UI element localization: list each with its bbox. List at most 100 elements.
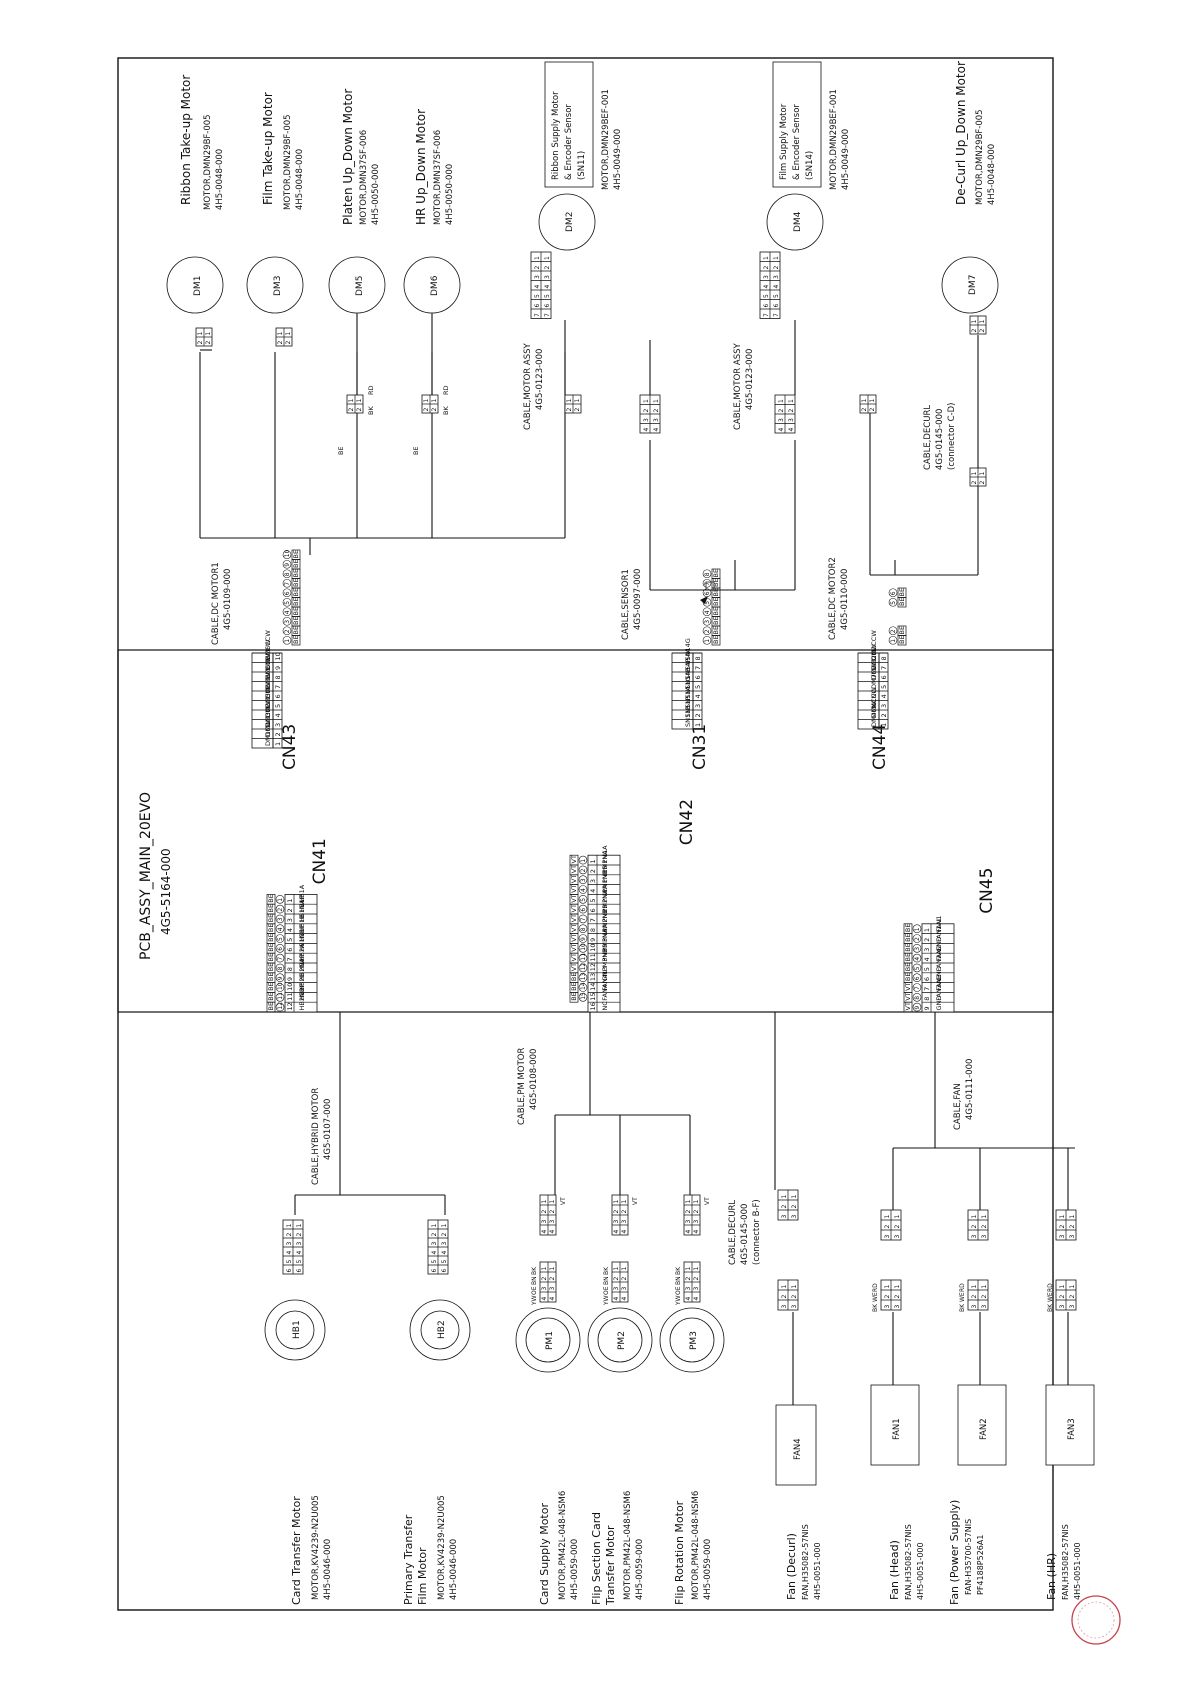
cable-hybrid-part: 4G5-0107-000 [323, 1099, 333, 1160]
hb2-part: 4H5-0046-000 [449, 1539, 459, 1600]
cn43-label: CN43 [280, 724, 300, 770]
pm1-wire-1: BN [531, 1276, 538, 1285]
fan1-cable-pins-pin-3: 3 [884, 1235, 891, 1239]
dm4-pins-pin-6-b: 6 [773, 304, 780, 308]
pm3-part: 4H5-0059-000 [703, 1539, 713, 1600]
signal-cn42-3: PM1B [601, 865, 609, 883]
pin-circle [578, 973, 588, 983]
pin-circle-num: 7 [284, 582, 291, 586]
fan2-conn-pins-pin-2-b: 2 [981, 1295, 988, 1299]
fan2-wire-0: RD [959, 1283, 966, 1292]
wire-cell [711, 568, 721, 579]
signal-cn45-2: FAN1AL [935, 917, 943, 942]
dm7-cable-block-pin-2-b: 2 [979, 481, 986, 485]
signal-cn31-4: SN11G [684, 676, 692, 698]
pin-circle [888, 635, 898, 645]
wire-cell [266, 1001, 276, 1013]
pin-circle-num: 7 [277, 957, 284, 961]
sn11-block-pin-4: 4 [643, 428, 650, 432]
dm2-cable-block-pin-1: 1 [566, 399, 573, 403]
signal-cn41-10: HB2B [298, 973, 306, 991]
pm1-part: 4H5-0059-000 [570, 1539, 580, 1600]
signal-cn44-1: DM4CW [870, 701, 878, 727]
dm3-part: 4H5-0048-000 [295, 149, 305, 210]
signal-cn44-2: DM4CCW [870, 687, 878, 718]
cable-decurl-top-name: CABLE,DECURL [923, 405, 933, 470]
pm1-motor-pins-pin-4-b: 4 [549, 1230, 556, 1234]
wire-color-cn42-1: VT [570, 855, 578, 863]
fan3-title: Fan (HR) [1045, 1553, 1058, 1600]
hb1-pins-pin-4-b: 4 [296, 1251, 303, 1255]
wire-color-cn42-3: VT [570, 875, 578, 883]
pin-circle [578, 983, 588, 992]
fan2-conn-pins-pin-1-b: 1 [981, 1285, 988, 1289]
pm2-cable-pins-pin-3: 3 [613, 1287, 620, 1291]
pin-number: 9 [274, 666, 282, 670]
signal-cn31-6: SN14P [684, 658, 692, 679]
pm2-motor-pins-pin-2: 2 [613, 1210, 620, 1214]
wire-color-cn42-13: BE [570, 973, 578, 982]
wire-color-cn42-6: VT [570, 904, 578, 912]
fan2-conn-pins-pin-3: 3 [971, 1305, 978, 1309]
motor-dm1 [166, 256, 224, 314]
pin-circle-num: 12 [277, 1002, 284, 1010]
wire-color-cn45-5: BE [904, 963, 912, 972]
dm2-pins-pin-3-b: 3 [544, 275, 551, 279]
dm4-pins-pin-4: 4 [763, 285, 770, 289]
dm5-pinblock-a-pin-2-b: 2 [356, 408, 363, 412]
pin-circle-num: 3 [277, 917, 284, 921]
dm7-pins-pin-1-b: 1 [979, 320, 986, 324]
pin-circle-num: 6 [277, 947, 284, 951]
fan4-conn-pins-pin-1: 1 [781, 1285, 788, 1289]
sn14-block-pin-3-b: 3 [788, 418, 795, 422]
wire-color-cn41-8: BE [267, 963, 275, 972]
pm2-cable-pins-pin-1-b: 1 [621, 1267, 628, 1271]
fan4-cable-pins-pin-2: 2 [781, 1205, 788, 1209]
pin-number: 8 [694, 656, 702, 660]
signal-cn45-7: FAN3 [935, 974, 943, 991]
fan4-conn-pins-pin-1-b: 1 [791, 1285, 798, 1289]
pin-circle-num: 4 [580, 888, 587, 892]
dm5-wire-bk: BK [367, 406, 375, 415]
pm2-title-0: Flip Section Card [590, 1512, 603, 1605]
hb1-pins-pin-5: 5 [286, 1260, 293, 1264]
pin-circle [912, 1002, 922, 1012]
dm7-id: DM7 [968, 275, 978, 295]
signal-cn42-6: PM2NA [601, 889, 609, 913]
pin-circle-num: 8 [704, 572, 711, 576]
pm1-wire-2: OE [531, 1286, 538, 1295]
dm2-pins-pin-6: 6 [534, 304, 541, 308]
pin-number: 6 [589, 908, 597, 912]
wire-color-cn45-1: BE [904, 924, 912, 933]
pin-circle-num: 4 [704, 610, 711, 614]
pin-circle-num: 6 [914, 976, 921, 980]
wire-color-cn43-3: BE [292, 616, 300, 625]
stamp-outer [1071, 1595, 1121, 1645]
pin-circle-num: 2 [284, 629, 291, 633]
dm6-model: MOTOR,DMN37SF-006 [433, 130, 443, 225]
pm3-motor-pins-pin-4: 4 [685, 1230, 692, 1234]
pin-circle-num: 5 [890, 601, 897, 605]
pin-circle [578, 914, 588, 924]
wire-color-cn42-10: VT [570, 943, 578, 951]
wire-color-cn43-4: BE [292, 607, 300, 616]
fan2-part: PF4188P526A1 [976, 1535, 985, 1595]
signal-cn41-6: HB1NB [298, 929, 306, 952]
pin-circle [282, 550, 292, 560]
dm5-wire-be: BE [337, 446, 345, 455]
fan1-part: 4H5-0051-000 [916, 1542, 925, 1600]
pin-circle-num: 4 [914, 957, 921, 961]
pin-number: 7 [274, 685, 282, 689]
pin-circle [578, 934, 588, 943]
hb2-pins-pin-1: 1 [431, 1224, 438, 1228]
wire-color-cn43-2: BE [292, 626, 300, 635]
pm3-cable-pins-pin-1-b: 1 [693, 1267, 700, 1271]
fan1-cable-pins-pin-1-b: 1 [894, 1215, 901, 1219]
wire-color-cn41-11: BE [267, 992, 275, 1001]
cable-pm-name: CABLE,PM MOTOR [517, 1048, 527, 1125]
pm1-cable-pins-pin-4-b: 4 [549, 1297, 556, 1301]
fan4-model: FAN,H35082-57NIS [801, 1524, 810, 1600]
fan1-model: FAN,H35082-57NIS [904, 1524, 913, 1600]
cn41-label: CN41 [310, 838, 330, 884]
pm3-wire-3: YW [675, 1295, 682, 1306]
